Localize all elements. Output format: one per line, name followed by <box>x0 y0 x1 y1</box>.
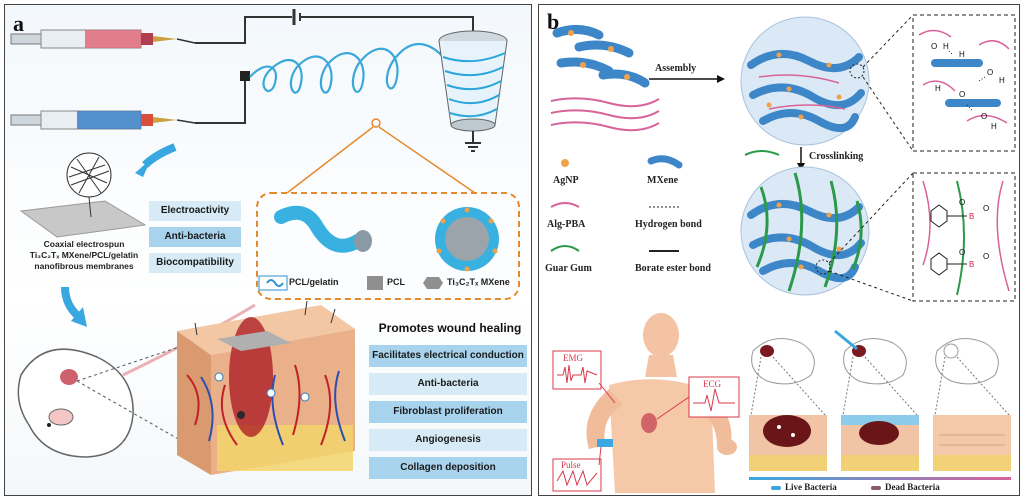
ecg-label: ECG <box>703 379 721 389</box>
electrospinning-jet <box>249 42 446 94</box>
membrane-caption-line-3: nanofibrous membranes <box>34 261 134 271</box>
svg-text:B: B <box>969 260 974 269</box>
mxene-agnp-cluster-icon <box>552 25 650 88</box>
emg-label: EMG <box>563 353 583 363</box>
svg-text:O: O <box>983 252 989 261</box>
property-electroactivity: Electroactivity <box>149 201 241 221</box>
skin-block-3-icon <box>933 415 1011 471</box>
svg-text:O: O <box>981 112 987 121</box>
svg-text:B: B <box>969 212 974 221</box>
mouse-day-1-icon <box>751 338 815 385</box>
panel-a: a <box>4 4 532 496</box>
legend-borate-ester: Borate ester bond <box>635 263 711 274</box>
healing-title: Promotes wound healing <box>378 321 522 335</box>
svg-text:O: O <box>987 68 993 77</box>
membrane-caption: Coaxial electrospun Ti₃C₂Tₓ MXene/PCL/ge… <box>9 239 159 272</box>
svg-text:H: H <box>959 50 965 59</box>
hydrogel-sphere-crosslinked-icon <box>740 166 870 296</box>
panel-b: b <box>538 4 1020 496</box>
svg-text:O: O <box>959 198 965 207</box>
coaxial-fiber-icon <box>274 205 372 253</box>
legend-pcl-gelatin: PCL/gelatin <box>289 277 339 287</box>
svg-text:O: O <box>983 204 989 213</box>
legend-agnp: AgNP <box>553 175 579 186</box>
healing-item-electrical: Facilitates electrical conduction <box>369 345 527 367</box>
nanofibrous-membrane-icon <box>19 152 147 238</box>
svg-text:H: H <box>935 84 941 93</box>
svg-text:H: H <box>991 122 997 131</box>
svg-text:H: H <box>943 42 949 51</box>
svg-text:O: O <box>959 90 965 99</box>
dead-bacteria-label: Dead Bacteria <box>885 482 940 492</box>
svg-text:H: H <box>999 76 1005 85</box>
hydrogel-sphere-assembled-icon <box>740 16 870 146</box>
legend-guar-gum: Guar Gum <box>545 263 592 274</box>
panel-a-label: a <box>13 11 24 36</box>
hydrogen-bond-inset <box>912 14 1016 152</box>
legend-pcl: PCL <box>387 277 405 287</box>
skin-wound-block-icon <box>177 300 355 475</box>
skin-block-1-icon <box>749 415 827 471</box>
membrane-caption-line-2: Ti₃C₂Tₓ MXene/PCL/gelatin <box>29 250 139 260</box>
crosslinking-label: Crosslinking <box>809 151 864 162</box>
healing-item-collagen: Collagen deposition <box>369 457 527 479</box>
healing-item-fibroblast: Fibroblast proliferation <box>369 401 527 423</box>
emg-signal-box <box>552 350 602 390</box>
property-biocompatibility: Biocompatibility <box>149 253 241 273</box>
legend-hydrogen-bond: Hydrogen bond <box>635 219 702 230</box>
panel-a-illustration <box>10 9 520 475</box>
mouse-day-3-icon <box>935 338 999 385</box>
collector-drum-icon <box>438 30 508 152</box>
fiber-cross-section-icon <box>435 207 499 272</box>
property-anti-bacteria: Anti-bacteria <box>149 227 241 247</box>
syringe-bottom-icon <box>10 110 196 130</box>
bacteria-gradient-bar <box>749 477 1011 480</box>
pulse-label: Pulse <box>561 460 581 470</box>
svg-text:O: O <box>959 248 965 257</box>
alg-pba-chains-icon <box>550 97 660 132</box>
legend-mxene-b: MXene <box>647 175 679 186</box>
live-bacteria-label: Live Bacteria <box>785 482 837 492</box>
skin-block-2-icon <box>841 415 919 471</box>
panel-b-label: b <box>547 9 560 34</box>
mouse-day-2-icon <box>834 329 907 385</box>
membrane-caption-line-1: Coaxial electrospun <box>43 239 125 249</box>
assembly-label: Assembly <box>655 63 697 74</box>
healing-item-angiogenesis: Angiogenesis <box>369 429 527 451</box>
healing-item-anti-bacteria: Anti-bacteria <box>369 373 527 395</box>
mouse-icon <box>17 303 256 461</box>
syringe-top-icon <box>10 29 196 49</box>
svg-text:O: O <box>931 42 937 51</box>
legend-alg-pba: Alg-PBA <box>547 219 586 230</box>
legend-mxene: Ti₃C₂Tₓ MXene <box>447 277 510 287</box>
